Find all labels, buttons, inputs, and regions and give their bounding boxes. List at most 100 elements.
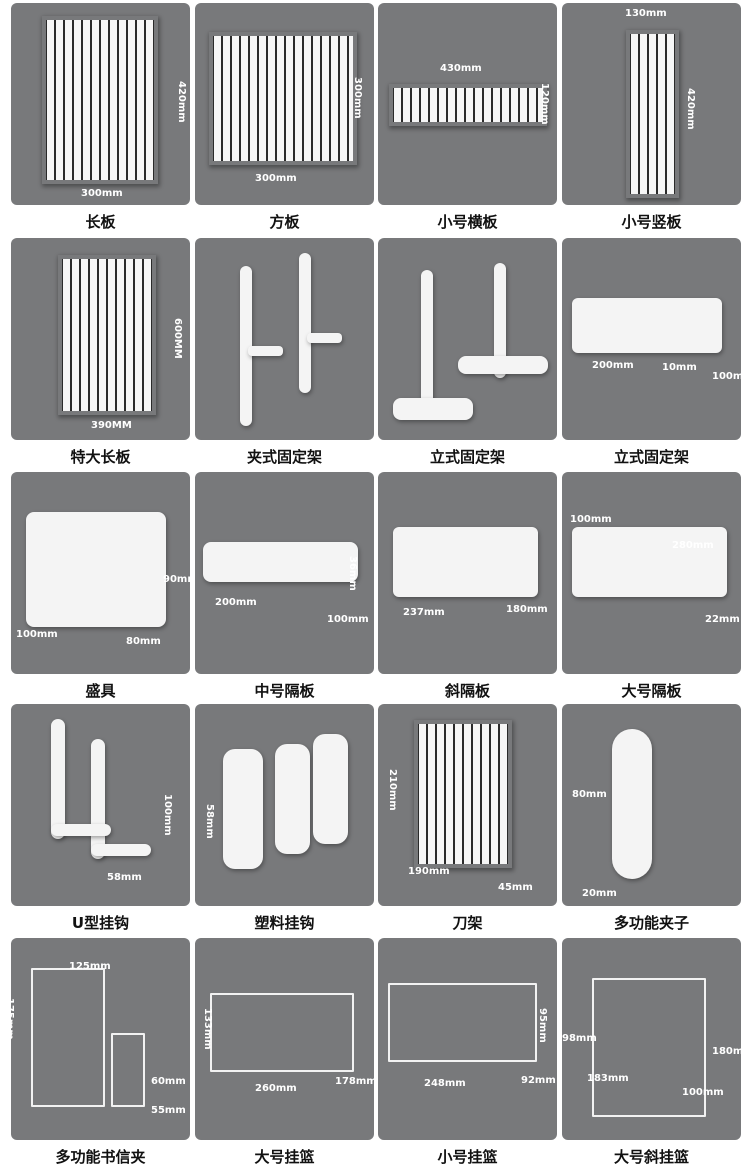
product-name: 多功能书信夹 <box>55 1148 146 1166</box>
dimension-label: 58mm <box>204 804 215 839</box>
dimension-label: 430mm <box>440 63 482 74</box>
product-illustration <box>393 398 473 420</box>
product-image[interactable] <box>195 238 374 440</box>
product-name: 小号挂篮 <box>437 1148 498 1166</box>
dimension-label: 178mm <box>335 1076 374 1087</box>
product-name: U型挂钩 <box>71 914 130 932</box>
product-image[interactable]: 90mm100mm80mm <box>11 472 190 674</box>
product-name: 小号竖板 <box>621 213 682 231</box>
product-image[interactable]: 130mm 420mm <box>562 3 741 205</box>
dimension-label: 300mm <box>352 77 363 119</box>
product-image[interactable] <box>378 238 557 440</box>
product-illustration <box>393 527 538 597</box>
product-name: 大号斜挂篮 <box>613 1148 689 1166</box>
dimension-label: 180mm <box>506 604 548 615</box>
product-image[interactable]: 36mm 200mm 100mm <box>195 472 374 674</box>
product-illustration <box>210 993 354 1072</box>
product-image[interactable]: 98mm180mm183mm100mm <box>562 938 741 1140</box>
dimension-label: 260mm <box>255 1083 297 1094</box>
product-illustration <box>592 978 706 1117</box>
dimension-label: 100mm <box>570 514 612 525</box>
product-illustration <box>240 266 252 426</box>
dimension-label: 60mm <box>151 1076 186 1087</box>
dimension-label: 133mm <box>202 1008 213 1050</box>
product-image[interactable]: 125mm 175mm 60mm 55mm <box>11 938 190 1140</box>
product-image[interactable]: 100mm 58mm <box>11 704 190 906</box>
product-image[interactable]: 420mm 300mm <box>11 3 190 205</box>
dimension-label: 280mm <box>672 540 714 551</box>
dimension-label: 100mm <box>327 614 369 625</box>
product-name: 特大长板 <box>70 448 131 466</box>
dimension-label: 80mm <box>126 636 161 647</box>
dimension-label: 300mm <box>255 173 297 184</box>
product-name: 大号隔板 <box>621 682 682 700</box>
product-image[interactable]: 237mm 180mm <box>378 472 557 674</box>
dimension-label: 100mm <box>16 629 58 640</box>
dimension-label: 10mm <box>662 362 697 373</box>
product-illustration <box>299 253 311 393</box>
dimension-label: 92mm <box>521 1075 556 1086</box>
dimension-label: 125mm <box>69 961 111 972</box>
product-image[interactable]: 100mm 280mm 22mm <box>562 472 741 674</box>
product-name: 方板 <box>269 213 300 231</box>
product-name: 斜隔板 <box>444 682 490 700</box>
dimension-label: 130mm <box>625 8 667 19</box>
product-illustration <box>57 254 157 416</box>
product-name: 立式固定架 <box>613 448 689 466</box>
product-illustration <box>41 15 159 185</box>
product-image[interactable]: 133mm 260mm 178mm <box>195 938 374 1140</box>
dimension-label: 420mm <box>685 88 696 130</box>
product-illustration <box>91 739 105 859</box>
dimension-label: 22mm <box>705 614 740 625</box>
dimension-label: 420mm <box>176 81 187 123</box>
product-name: 塑料挂钩 <box>254 914 315 932</box>
dimension-label: 200mm <box>215 597 257 608</box>
dimension-label: 55mm <box>151 1105 186 1116</box>
dimension-label: 175mm <box>11 998 15 1040</box>
dimension-label: 237mm <box>403 607 445 618</box>
product-illustration <box>208 31 358 166</box>
product-image[interactable]: 80mm 20mm <box>562 704 741 906</box>
product-name: 多功能夹子 <box>613 914 689 932</box>
product-image[interactable]: 300mm 300mm <box>195 3 374 205</box>
product-illustration <box>31 968 105 1107</box>
dimension-label: 183mm <box>587 1073 629 1084</box>
product-illustration <box>26 512 166 627</box>
product-illustration <box>612 729 652 879</box>
product-illustration <box>203 542 358 582</box>
product-illustration <box>51 824 111 836</box>
product-image[interactable]: 58mm <box>195 704 374 906</box>
dimension-label: 98mm <box>562 1033 597 1044</box>
product-image[interactable]: 200mm10mm100mm <box>562 238 741 440</box>
dimension-label: 600MM <box>172 318 183 359</box>
product-illustration <box>388 983 537 1062</box>
dimension-label: 210mm <box>387 769 398 811</box>
product-illustration <box>51 719 65 839</box>
product-name: 大号挂篮 <box>254 1148 315 1166</box>
dimension-label: 36mm <box>347 556 358 591</box>
product-illustration <box>572 298 722 353</box>
product-illustration <box>413 719 513 869</box>
product-illustration <box>421 270 433 405</box>
product-illustration <box>494 263 506 378</box>
dimension-label: 58mm <box>107 872 142 883</box>
product-name: 夹式固定架 <box>246 448 322 466</box>
dimension-label: 180mm <box>712 1046 741 1057</box>
product-name: 长板 <box>85 213 116 231</box>
dimension-label: 80mm <box>572 789 607 800</box>
dimension-label: 190mm <box>408 866 450 877</box>
product-illustration <box>111 1033 145 1107</box>
product-name: 立式固定架 <box>429 448 505 466</box>
dimension-label: 20mm <box>582 888 617 899</box>
product-illustration <box>223 749 263 869</box>
product-name: 中号隔板 <box>254 682 315 700</box>
dimension-label: 100mm <box>162 794 173 836</box>
dimension-label: 300mm <box>81 188 123 199</box>
product-illustration <box>248 346 283 356</box>
dimension-label: 200mm <box>592 360 634 371</box>
dimension-label: 248mm <box>424 1078 466 1089</box>
